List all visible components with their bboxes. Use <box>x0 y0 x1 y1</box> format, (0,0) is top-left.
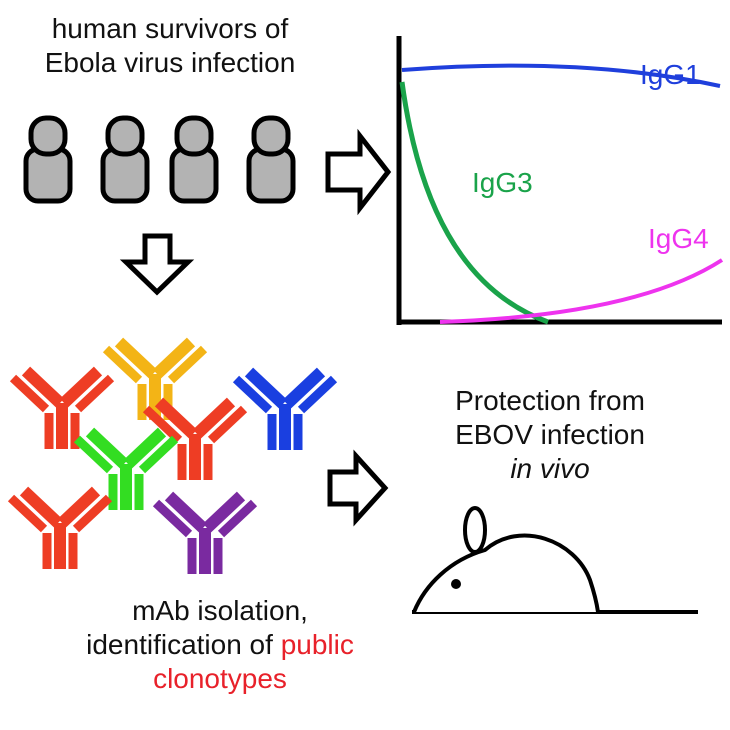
protection-line-1: Protection from <box>455 385 645 416</box>
public-highlight: public <box>280 629 354 660</box>
people-group <box>26 118 293 201</box>
isolation-line-3: clonotypes <box>153 663 287 694</box>
igg3-label: IgG3 <box>472 167 533 198</box>
igg4-label: IgG4 <box>648 223 709 254</box>
arrow-right-icon <box>325 128 392 216</box>
antibody-icon <box>106 342 204 420</box>
igg4-curve <box>439 258 724 324</box>
isolation-text: mAb isolation, identification of public … <box>40 594 400 696</box>
person-icon <box>26 118 70 201</box>
person-icon <box>172 118 216 201</box>
arrow-down-icon <box>119 233 195 296</box>
antibody-icon <box>236 372 334 450</box>
igg3-curve <box>399 81 549 325</box>
isolation-line-2: identification of public <box>40 628 400 662</box>
person-icon <box>249 118 293 201</box>
igg-chart: IgG1 IgG3 IgG4 <box>396 36 724 325</box>
protection-line-3: in vivo <box>510 453 590 484</box>
isolation-line-1: mAb isolation, <box>132 595 308 626</box>
mouse-icon <box>412 506 698 614</box>
survivors-line-1: human survivors of <box>51 13 289 44</box>
protection-text: Protection from EBOV infection in vivo <box>405 384 695 486</box>
survivors-heading: human survivors of Ebola virus infection <box>0 12 340 80</box>
person-icon <box>103 118 147 201</box>
arrow-right-icon <box>327 449 389 527</box>
igg1-curve <box>401 63 721 88</box>
antibody-icon <box>156 496 254 574</box>
survivors-line-2: Ebola virus infection <box>44 47 296 78</box>
igg1-label: IgG1 <box>640 59 701 90</box>
antibody-group <box>11 342 334 574</box>
protection-line-2: EBOV infection <box>455 419 645 450</box>
antibody-icon <box>11 491 109 569</box>
isolation-line-2-prefix: identification of <box>86 629 281 660</box>
